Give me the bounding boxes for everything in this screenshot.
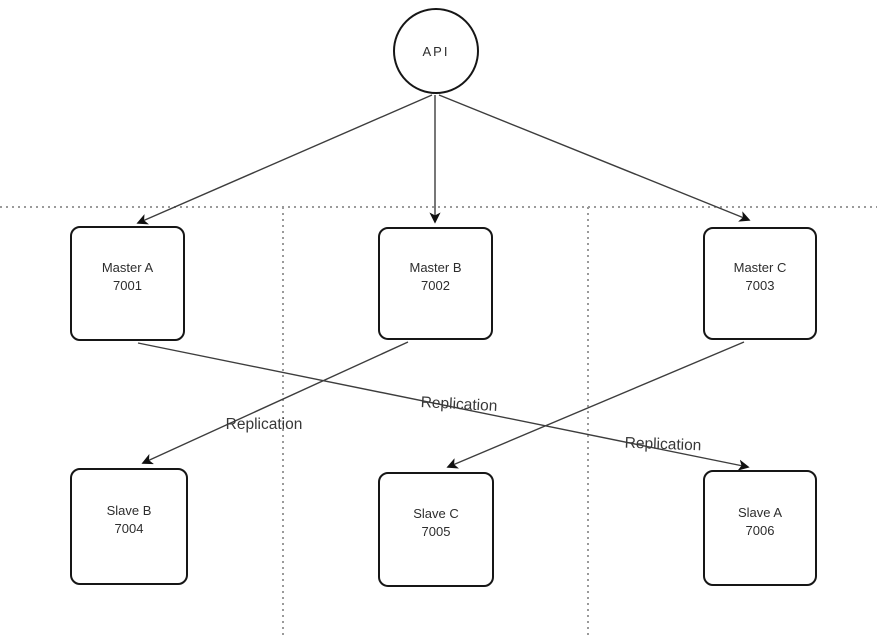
node-slave-c-name: Slave C bbox=[413, 506, 459, 521]
node-slave-a-name: Slave A bbox=[737, 504, 783, 520]
node-slave-c-port: 7005 bbox=[421, 524, 451, 539]
node-master-a: Master A 7001 bbox=[70, 226, 185, 341]
node-master-c-port: 7003 bbox=[745, 278, 775, 293]
node-master-b-name: Master B bbox=[409, 260, 462, 275]
node-slave-a-port: 7006 bbox=[745, 522, 775, 538]
node-api: API bbox=[393, 8, 479, 94]
edge-master-b-to-slave-b bbox=[141, 341, 409, 465]
node-api-label: API bbox=[422, 43, 450, 59]
node-master-b: Master B 7002 bbox=[378, 227, 493, 340]
node-slave-b: Slave B 7004 bbox=[70, 468, 188, 585]
node-slave-b-name: Slave B bbox=[106, 503, 152, 518]
node-slave-b-port: 7004 bbox=[114, 521, 144, 536]
node-master-c-name: Master C bbox=[733, 260, 787, 275]
edge-master-c-to-slave-c bbox=[446, 341, 745, 469]
node-master-a-name: Master A bbox=[101, 260, 154, 275]
node-slave-c: Slave C 7005 bbox=[378, 472, 494, 587]
edge-label-replication-right: Replication bbox=[624, 434, 702, 455]
edge-label-replication-left: Replication bbox=[225, 416, 303, 433]
edge-api-to-master-c bbox=[438, 94, 751, 222]
node-slave-a: Slave A 7006 bbox=[703, 470, 817, 586]
node-master-b-port: 7002 bbox=[421, 278, 450, 293]
node-master-c: Master C 7003 bbox=[703, 227, 817, 340]
edge-api-to-master-a bbox=[136, 94, 433, 225]
node-master-a-port: 7001 bbox=[113, 278, 142, 293]
edge-master-a-to-slave-a bbox=[137, 342, 750, 471]
